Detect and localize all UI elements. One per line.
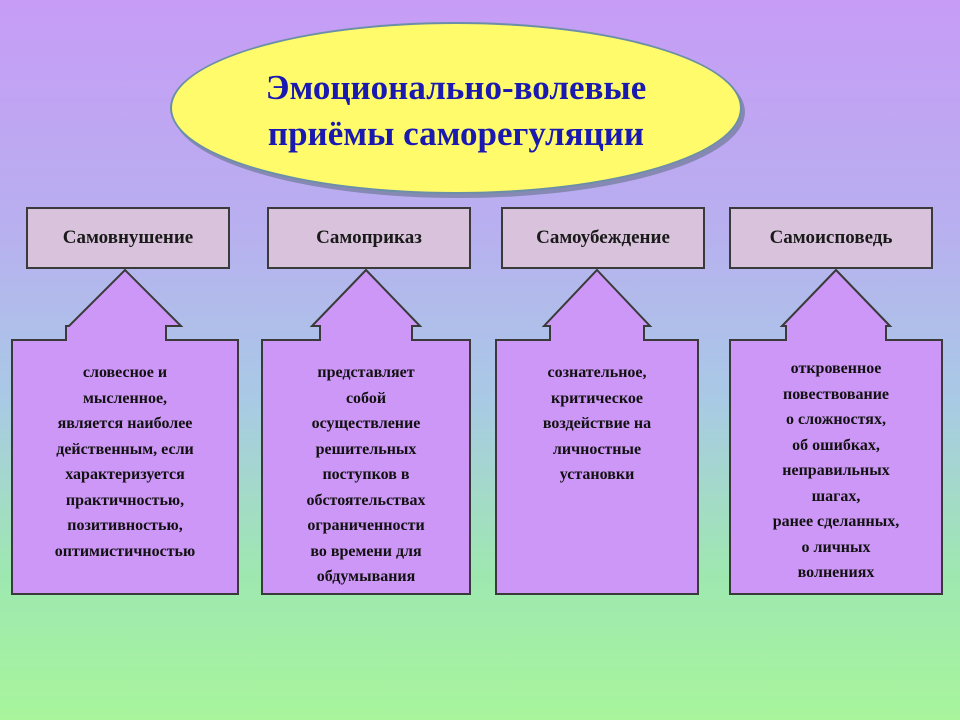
diagram-title: Эмоционально-волевые приёмы саморегуляци… <box>265 68 647 153</box>
description-self-confession: откровенное повествование о сложностях, … <box>772 360 900 581</box>
method-header-self-command: Самоприказ <box>267 207 471 269</box>
description-self-suggestion: словесное и мысленное, является наиболее… <box>54 364 196 560</box>
callout-self-command: представляет собой осуществление решител… <box>260 268 472 596</box>
description-self-command: представляет собой осуществление решител… <box>306 364 426 585</box>
method-header-self-suggestion: Самовнушение <box>26 207 230 269</box>
up-arrow-callout-shape <box>729 268 943 595</box>
up-arrow-callout-shape <box>11 268 239 595</box>
up-arrow-callout-shape <box>495 268 699 595</box>
method-header-self-confession: Самоисповедь <box>729 207 933 269</box>
method-header-self-persuasion: Самоубеждение <box>501 207 705 269</box>
up-arrow-callout-shape <box>261 268 471 595</box>
callout-self-persuasion: сознательное, критическое воздействие на… <box>494 268 700 596</box>
callout-self-confession: откровенное повествование о сложностях, … <box>728 268 944 596</box>
title-ellipse: Эмоционально-волевые приёмы саморегуляци… <box>170 22 742 194</box>
callout-self-suggestion: словесное и мысленное, является наиболее… <box>10 268 240 596</box>
description-self-persuasion: сознательное, критическое воздействие на… <box>542 364 652 483</box>
